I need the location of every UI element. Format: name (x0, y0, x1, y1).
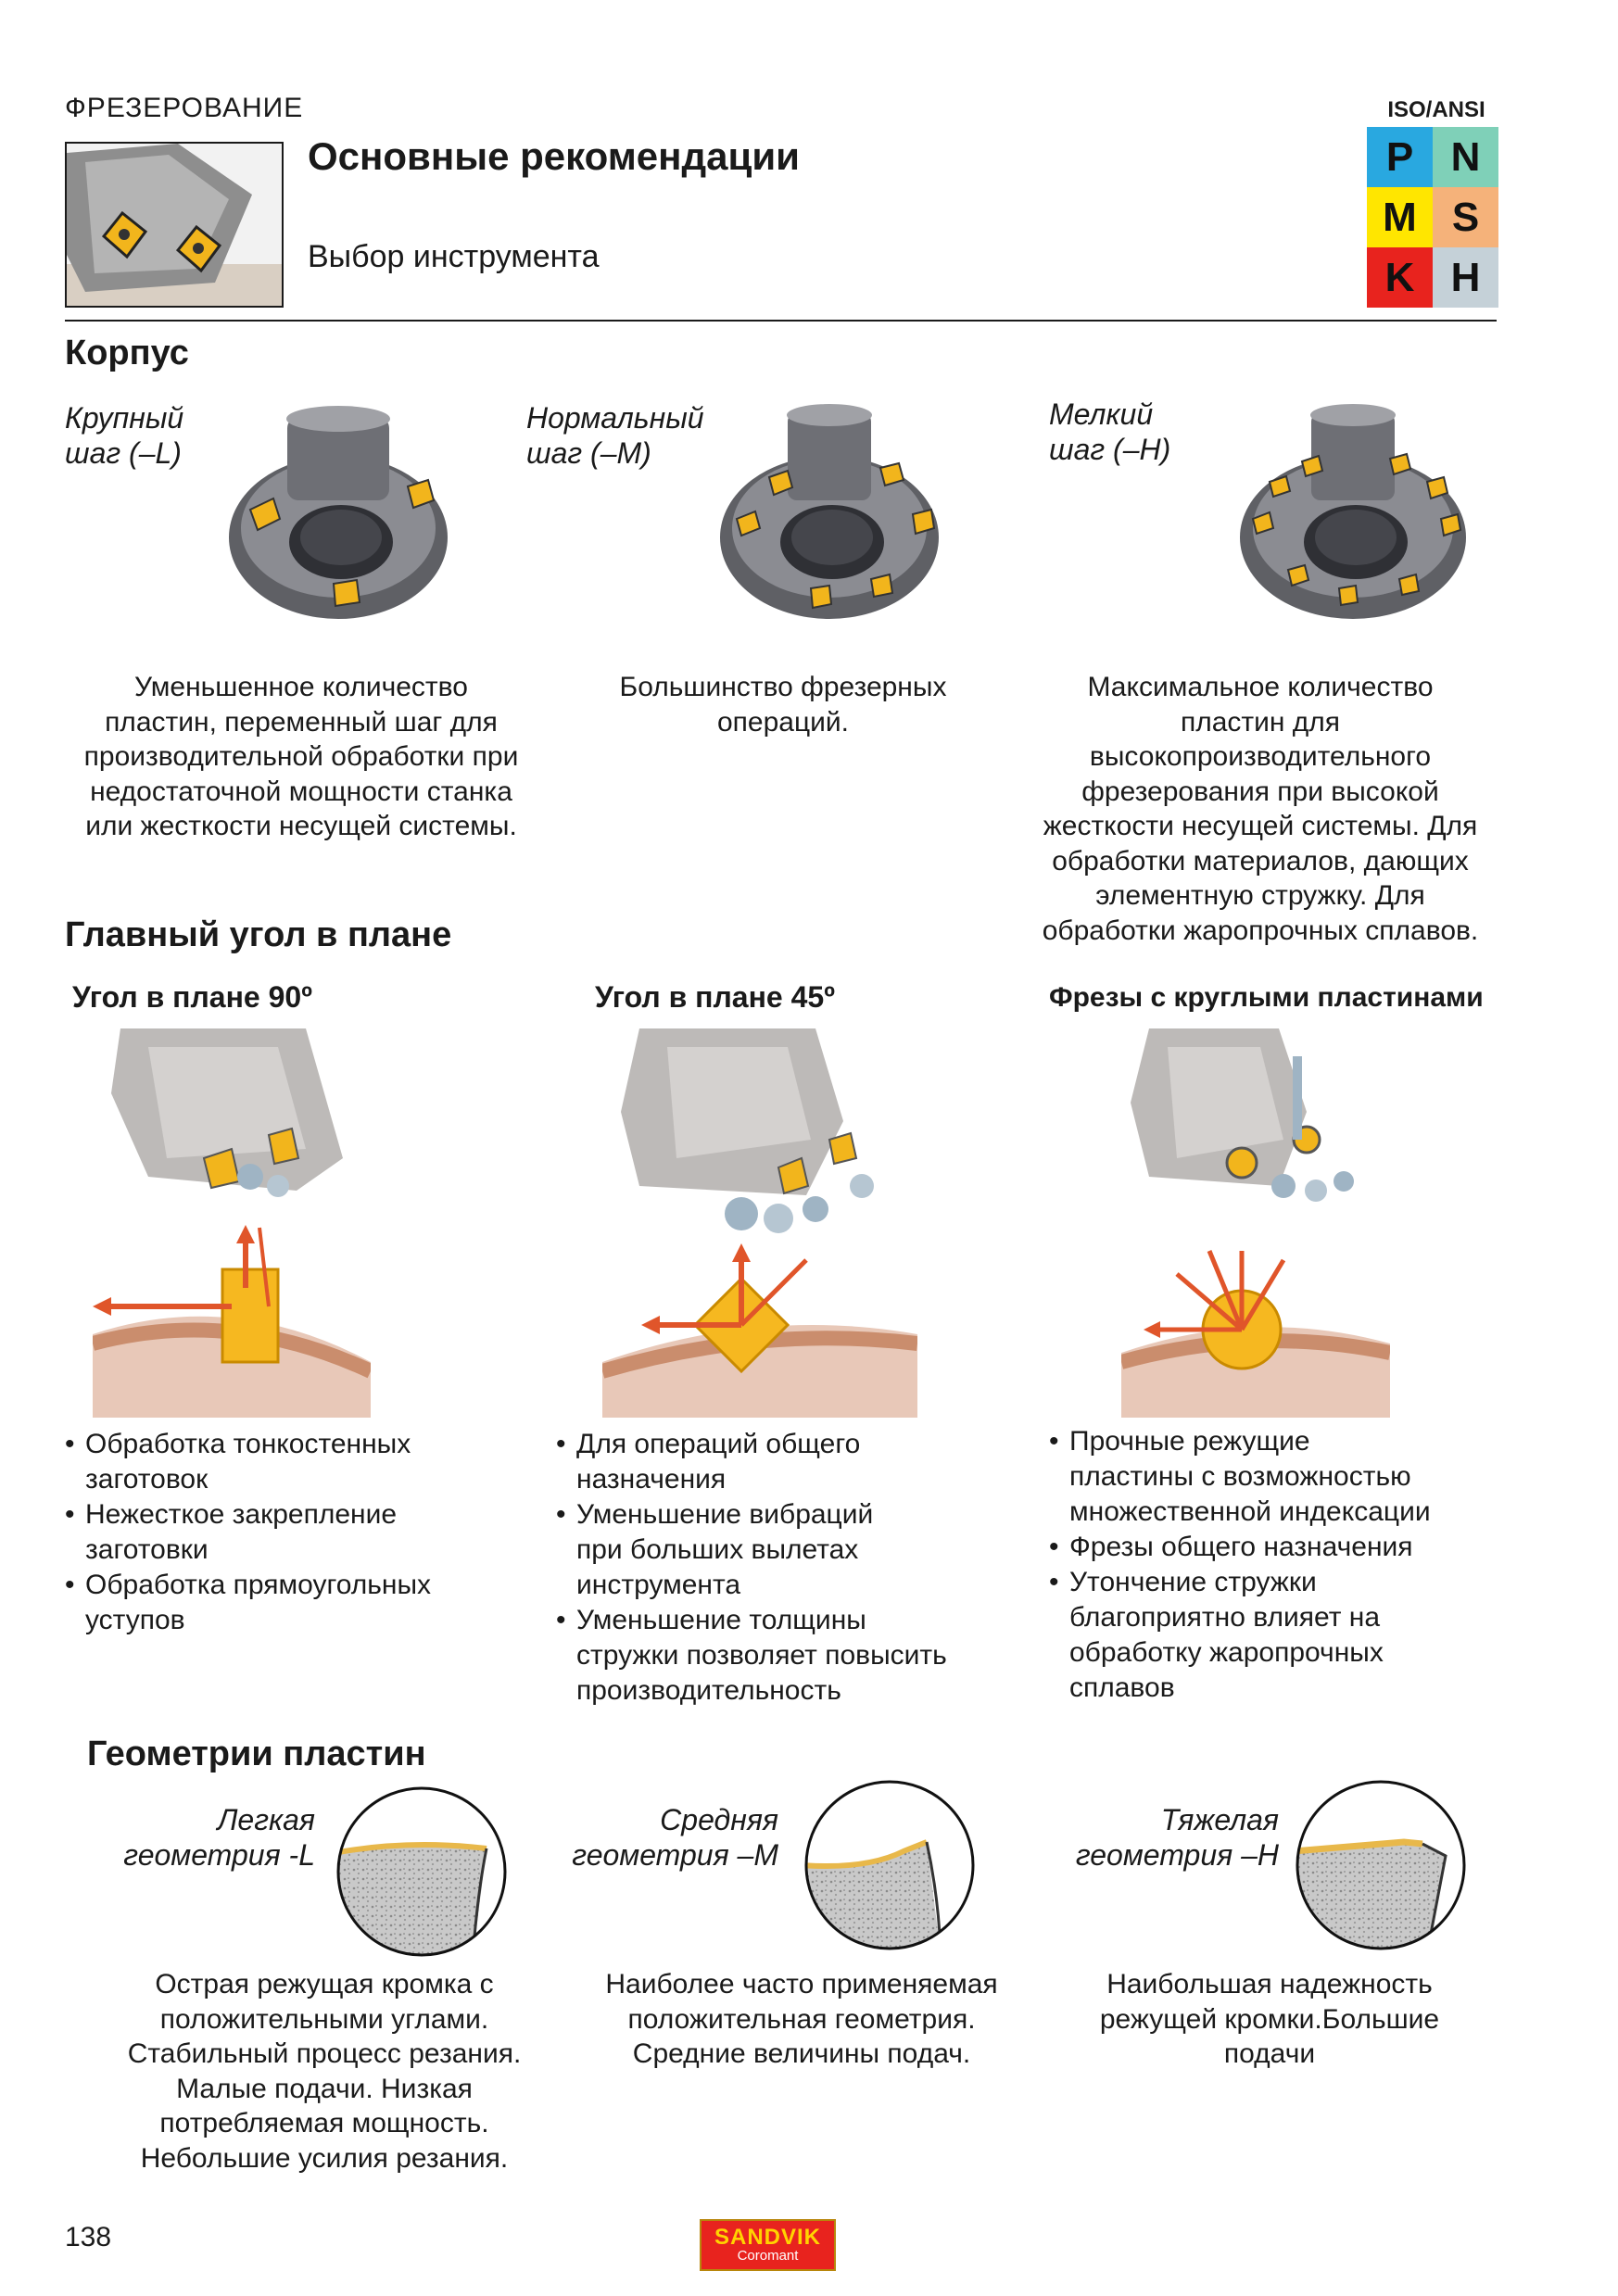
body-section-heading: Корпус (65, 334, 189, 372)
geometry-section-heading: Геометрии пластин (87, 1735, 426, 1773)
geometry-label-light: Легкая геометрия -L (123, 1803, 315, 1872)
entering-angle-45-image (602, 1028, 917, 1418)
pitch-label-coarse: Крупный шаг (–L) (65, 401, 184, 470)
angle-title-45: Угол в плане 45º (595, 980, 835, 1014)
geometry-desc-light: Острая режущая кромка с положительными у… (127, 1969, 522, 2174)
angle-title-90: Угол в плане 90º (72, 980, 312, 1014)
pitch-label-normal: Нормальный шаг (–M) (526, 401, 704, 470)
geometry-heavy-image (1293, 1777, 1469, 1953)
geometry-medium-image (802, 1777, 978, 1953)
angle-title-round: Фрезы с круглыми пластинами (1049, 982, 1484, 1013)
iso-cell-m: M (1367, 187, 1433, 247)
cutter-fine-pitch-image (1232, 398, 1473, 630)
header-divider (65, 320, 1497, 322)
iso-cell-n: N (1433, 127, 1498, 187)
page-subtitle: Выбор инструмента (308, 239, 600, 274)
round-insert-cutter-image (1121, 1028, 1390, 1418)
iso-material-grid: P N M S K H (1367, 127, 1498, 308)
angle-section-heading: Главный угол в плане (65, 915, 452, 954)
geometry-desc-heavy: Наибольшая надежность режущей кромки.Бол… (1099, 1969, 1440, 2069)
geometry-label-heavy: Тяжелая геометрия –H (1075, 1803, 1279, 1872)
iso-cell-p: P (1367, 127, 1433, 187)
body-desc-fine: Максимальное количество пластин для высо… (1042, 672, 1479, 946)
iso-cell-h: H (1433, 247, 1498, 308)
geometry-desc-medium: Наиболее часто применяемая положительная… (605, 1969, 998, 2069)
body-desc-coarse: Уменьшенное количество пластин, переменн… (83, 672, 519, 841)
iso-cell-k: K (1367, 247, 1433, 308)
iso-label: ISO/ANSI (1387, 97, 1485, 122)
iso-cell-s: S (1433, 187, 1498, 247)
section-label: ФРЕЗЕРОВАНИЕ (65, 93, 304, 123)
body-desc-normal: Большинство фрезерных операций. (619, 672, 947, 738)
geometry-light-image (334, 1784, 510, 1960)
list-item: •Фрезы общего назначения (1049, 1532, 1413, 1562)
entering-angle-90-image (93, 1028, 371, 1418)
cutter-coarse-pitch-image (222, 398, 454, 630)
page-number: 138 (65, 2222, 112, 2252)
geometry-label-medium: Средняя геометрия –M (572, 1803, 778, 1872)
header-thumbnail (65, 142, 284, 308)
sandvik-logo: SANDVIK Coromant (700, 2219, 836, 2271)
page-title: Основные рекомендации (308, 134, 800, 178)
cutter-normal-pitch-image (714, 398, 945, 630)
pitch-label-fine: Мелкий шаг (–H) (1049, 397, 1171, 466)
